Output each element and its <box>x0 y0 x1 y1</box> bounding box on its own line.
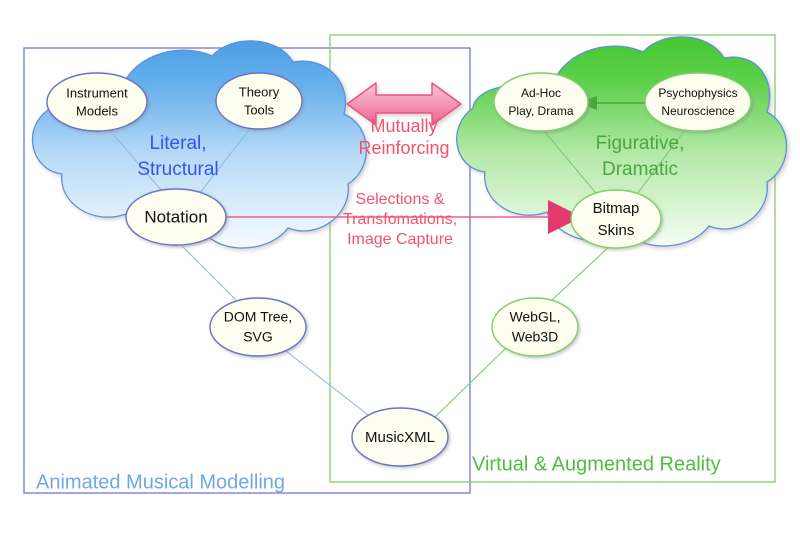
node-label-ad-hoc-line2: Play, Drama <box>508 104 573 118</box>
zone-label-virtual-augmented-reality: Virtual & Augmented Reality <box>472 453 721 475</box>
node-label-theory-tools-line2: Tools <box>244 102 275 117</box>
cloud-label-figurative-line1: Figurative, <box>596 133 685 154</box>
link-adhoc-bitmap <box>539 125 601 199</box>
node-label-ad-hoc-line1: Ad-Hoc <box>521 86 561 100</box>
annotation-selections-line3: Image Capture <box>347 231 453 248</box>
node-label-bitmap-skins-line2: Skins <box>598 222 635 239</box>
link-domtree-musicxml <box>281 347 373 419</box>
cloud-label-literal-line1: Literal, <box>149 133 206 154</box>
node-label-notation: Notation <box>144 207 207 226</box>
cloud-label-literal-line2: Structural <box>137 159 218 180</box>
node-label-instrument-models-line1: Instrument <box>66 85 128 100</box>
node-label-bitmap-skins-line1: Bitmap <box>593 200 640 217</box>
link-psychophysics-bitmap <box>633 125 689 199</box>
node-webgl-web3d[interactable] <box>491 297 579 357</box>
node-instrument-models[interactable] <box>46 72 148 132</box>
node-theory-tools[interactable] <box>215 72 303 130</box>
zone-label-animated-musical-modelling: Animated Musical Modelling <box>36 471 285 493</box>
link-notation-domtree <box>177 241 237 301</box>
node-label-dom-tree-line1: DOM Tree, <box>224 309 292 325</box>
link-instrument-notation <box>105 125 169 199</box>
annotation-selections-line1: Selections & <box>356 191 445 208</box>
mutually-reinforcing-arrow <box>346 82 462 126</box>
link-theory-notation <box>195 125 253 199</box>
node-psychophysics[interactable] <box>644 72 752 132</box>
annotation-selections-line2: Transfomations, <box>343 211 457 228</box>
annotation-mutually-line1: Mutually <box>370 116 437 136</box>
node-label-theory-tools-line1: Theory <box>239 84 280 99</box>
link-webgl-musicxml <box>431 347 507 421</box>
node-bitmap-skins[interactable] <box>570 189 662 249</box>
node-label-instrument-models-line2: Models <box>76 103 118 118</box>
node-label-musicxml: MusicXML <box>365 429 435 446</box>
node-label-psychophysics-line2: Neuroscience <box>661 104 735 118</box>
node-label-psychophysics-line1: Psychophysics <box>658 86 737 100</box>
node-ad-hoc[interactable] <box>493 72 589 132</box>
node-label-dom-tree-line2: SVG <box>243 329 273 345</box>
node-dom-tree-svg[interactable] <box>209 297 307 357</box>
cloud-label-figurative-line2: Dramatic <box>602 159 678 180</box>
annotation-mutually-line2: Reinforcing <box>358 138 449 158</box>
link-bitmap-webgl <box>551 243 613 301</box>
node-label-webgl-line1: WebGL, <box>509 309 560 325</box>
node-musicxml[interactable] <box>351 407 449 467</box>
node-notation[interactable] <box>125 188 227 246</box>
pink-flow-line <box>226 200 582 234</box>
zone-rect-green <box>329 34 776 483</box>
node-label-webgl-line2: Web3D <box>512 329 558 345</box>
